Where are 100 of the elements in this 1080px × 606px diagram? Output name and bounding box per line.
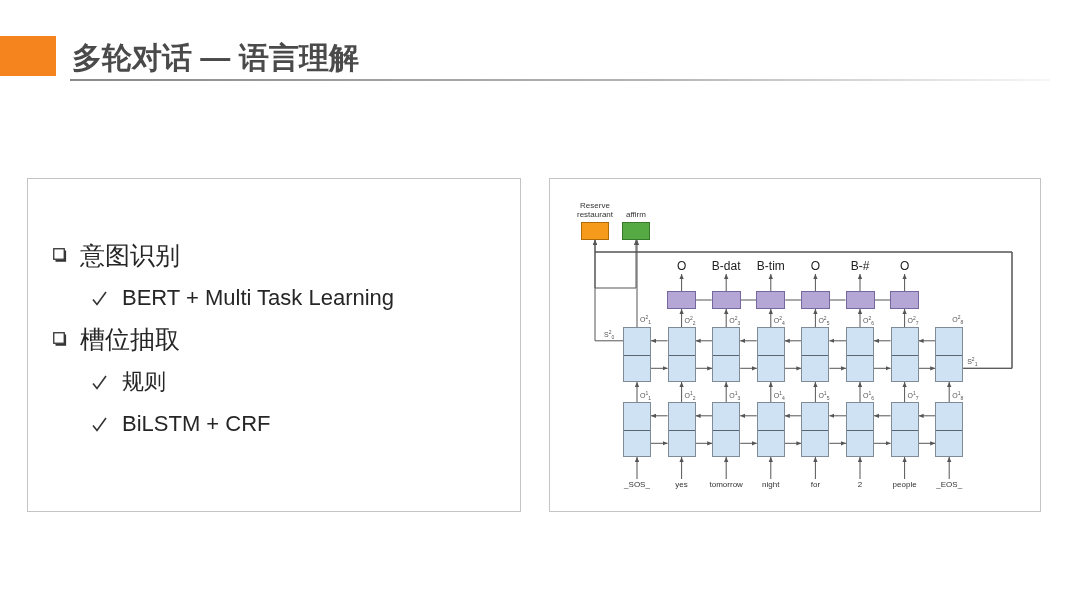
arrow <box>768 381 773 403</box>
arrow <box>784 338 802 343</box>
arrow <box>902 308 907 328</box>
arrow <box>768 273 773 292</box>
input-word: tomorrow <box>709 479 743 491</box>
list-heading: 槽位抽取 <box>80 324 180 354</box>
arrow <box>768 308 773 328</box>
lstm-cell <box>801 402 830 457</box>
connector-line <box>874 299 891 301</box>
output-tag: B-dat <box>711 259 741 274</box>
arrow <box>679 273 684 292</box>
arrow <box>828 441 847 446</box>
arrow <box>695 338 713 343</box>
arrow <box>873 413 892 418</box>
arrow <box>902 273 907 292</box>
lstm-cell <box>846 402 874 457</box>
arrow <box>634 381 640 403</box>
connector-line <box>695 299 713 301</box>
lstm-cell <box>890 402 919 457</box>
arrow <box>724 273 729 292</box>
lstm-cell <box>756 402 785 457</box>
output-box <box>890 291 920 309</box>
arrow <box>679 308 684 328</box>
arrow <box>857 456 863 480</box>
arrow <box>918 413 936 418</box>
input-word: people <box>892 479 917 491</box>
list-item: BERT + Multi Task Learning <box>122 284 395 312</box>
arrow <box>857 381 863 403</box>
arrow <box>695 413 713 418</box>
arrow <box>828 366 847 371</box>
arrow <box>634 456 640 480</box>
connector-line <box>740 299 757 301</box>
arrow <box>679 456 684 480</box>
lstm-cell <box>667 402 696 457</box>
arrow <box>695 441 713 446</box>
arrow <box>813 456 818 480</box>
list-heading: 意图识别 <box>80 240 180 270</box>
arrow <box>902 456 907 480</box>
connector-line <box>829 299 846 301</box>
arrow <box>650 413 669 418</box>
input-word: yes <box>675 479 688 491</box>
input-word: for <box>810 479 821 491</box>
intent-label: affirm <box>626 210 646 219</box>
arrow <box>784 441 802 446</box>
arrow <box>739 441 758 446</box>
arrow <box>650 441 669 446</box>
arrow <box>873 366 892 371</box>
lstm-cell <box>712 402 741 457</box>
arrow <box>724 308 729 328</box>
arrow <box>857 308 863 328</box>
output-box <box>756 291 786 309</box>
lstm-cell <box>667 327 696 382</box>
content-panel <box>27 178 521 512</box>
lstm-cell <box>846 327 874 382</box>
arrow <box>918 441 936 446</box>
diagram-panel <box>549 178 1041 512</box>
output-tag: O <box>810 259 821 274</box>
arrow <box>857 273 863 292</box>
output-box <box>845 291 875 309</box>
arrow <box>813 308 818 328</box>
arrow <box>918 338 936 343</box>
input-word: 2 <box>857 479 863 491</box>
arrow <box>947 381 952 403</box>
lstm-cell <box>890 327 919 382</box>
list-item: 规则 <box>122 368 166 396</box>
arrow <box>739 338 758 343</box>
arrow <box>873 441 892 446</box>
arrow <box>679 381 684 403</box>
arrow <box>813 381 818 403</box>
output-tag: O <box>676 259 687 274</box>
lstm-cell <box>623 402 651 457</box>
connector-line <box>784 299 802 301</box>
output-box <box>711 291 741 309</box>
arrow <box>650 366 669 371</box>
list-item: BiLSTM + CRF <box>122 410 271 438</box>
lstm-cell <box>623 327 651 382</box>
arrow <box>724 456 729 480</box>
input-word: _EOS_ <box>936 479 963 491</box>
arrow <box>813 273 818 292</box>
output-box <box>800 291 830 309</box>
arrow <box>784 366 802 371</box>
arrow <box>947 456 952 480</box>
output-box <box>667 291 697 309</box>
arrow <box>739 413 758 418</box>
arrow <box>768 456 773 480</box>
lstm-cell <box>756 327 785 382</box>
arrow <box>724 381 729 403</box>
arrow <box>828 338 847 343</box>
arrow <box>873 338 892 343</box>
input-word: _SOS_ <box>624 479 650 491</box>
intent-label: Reserve restaurant <box>576 201 614 219</box>
arrow <box>650 338 669 343</box>
arrow <box>918 366 936 371</box>
output-tag: B-# <box>850 259 870 274</box>
arrow <box>739 366 758 371</box>
lstm-cell <box>935 402 964 457</box>
arrow <box>902 381 907 403</box>
arrow <box>695 366 713 371</box>
output-tag: B-tim <box>756 259 785 274</box>
lstm-cell <box>801 327 830 382</box>
